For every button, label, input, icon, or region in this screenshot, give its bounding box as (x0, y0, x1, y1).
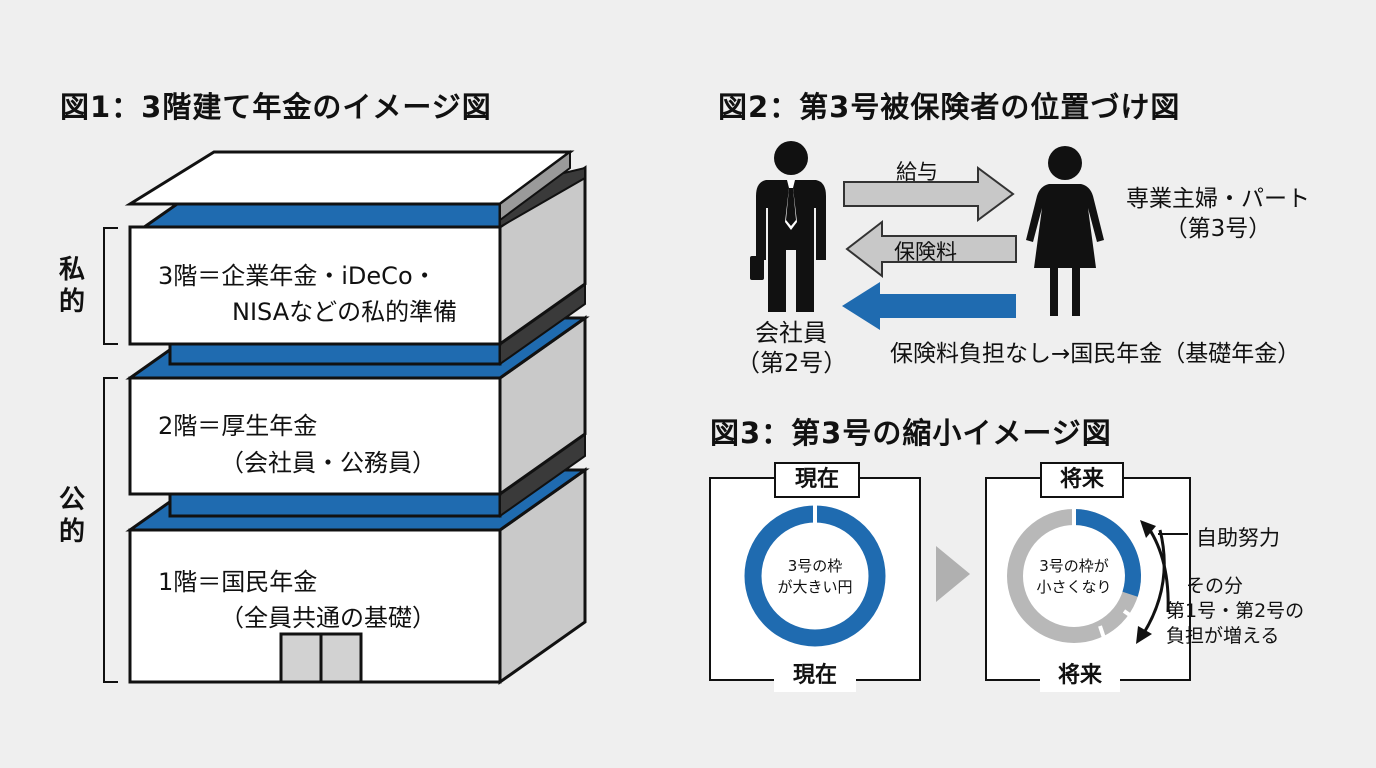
premium-label: 保険料 (894, 240, 957, 264)
floor3-label-line2: NISAなどの私的準備 (232, 298, 458, 326)
floor1-label-line2: （全員共通の基礎） (220, 604, 436, 632)
connector-1-2 (168, 432, 586, 518)
future-ring-blue (1073, 509, 1141, 597)
self-help-label: 自助努力 (1196, 526, 1280, 550)
woman-icon (1026, 146, 1104, 316)
future-ring-label: 3号の枠が 小さくなり (1036, 557, 1112, 596)
floor1-label-line1: 1階＝国民年金 (158, 568, 318, 596)
floor2-label-line2: （会社員・公務員） (220, 449, 436, 477)
next-arrow-icon (936, 546, 970, 602)
floor3-label-line1: 3階＝企業年金・iDeCo・ (158, 262, 437, 290)
future-footer: 将来 (1040, 660, 1120, 692)
salary-arrow (843, 166, 1015, 222)
now-footer: 現在 (774, 660, 856, 692)
private-bracket (103, 227, 118, 345)
floor3-block (128, 165, 587, 347)
premium-arrow (845, 219, 1017, 279)
public-bracket (103, 377, 118, 683)
fig3-title: 図3：第3号の縮小イメージ図 (710, 416, 1112, 450)
now-header: 現在 (774, 462, 860, 498)
connector-2-3 (168, 280, 586, 366)
salary-label: 給与 (896, 160, 938, 184)
floor2-label-line1: 2階＝厚生年金 (158, 412, 318, 440)
no-premium-arrow (842, 282, 1016, 330)
burden-label: その分 第1号・第2号の 負担が増える (1166, 575, 1305, 647)
now-ring-label: 3号の枠 が大きい円 (777, 557, 853, 596)
burden-curve-arrow (1140, 529, 1166, 637)
husband-label: 会社員 （第2号） (736, 319, 848, 377)
no-premium-note: 保険料負担なし→国民年金（基礎年金） (890, 341, 1301, 367)
fig2-title: 図2：第3号被保険者の位置づけ図 (718, 90, 1181, 124)
wife-label: 専業主婦・パート （第3号） (1126, 186, 1310, 242)
private-label: 私的 (58, 255, 85, 317)
businessman-icon (750, 141, 826, 312)
public-label: 公的 (58, 485, 85, 547)
fig1-title: 図1：3階建て年金のイメージ図 (60, 90, 492, 124)
future-header: 将来 (1040, 462, 1124, 498)
